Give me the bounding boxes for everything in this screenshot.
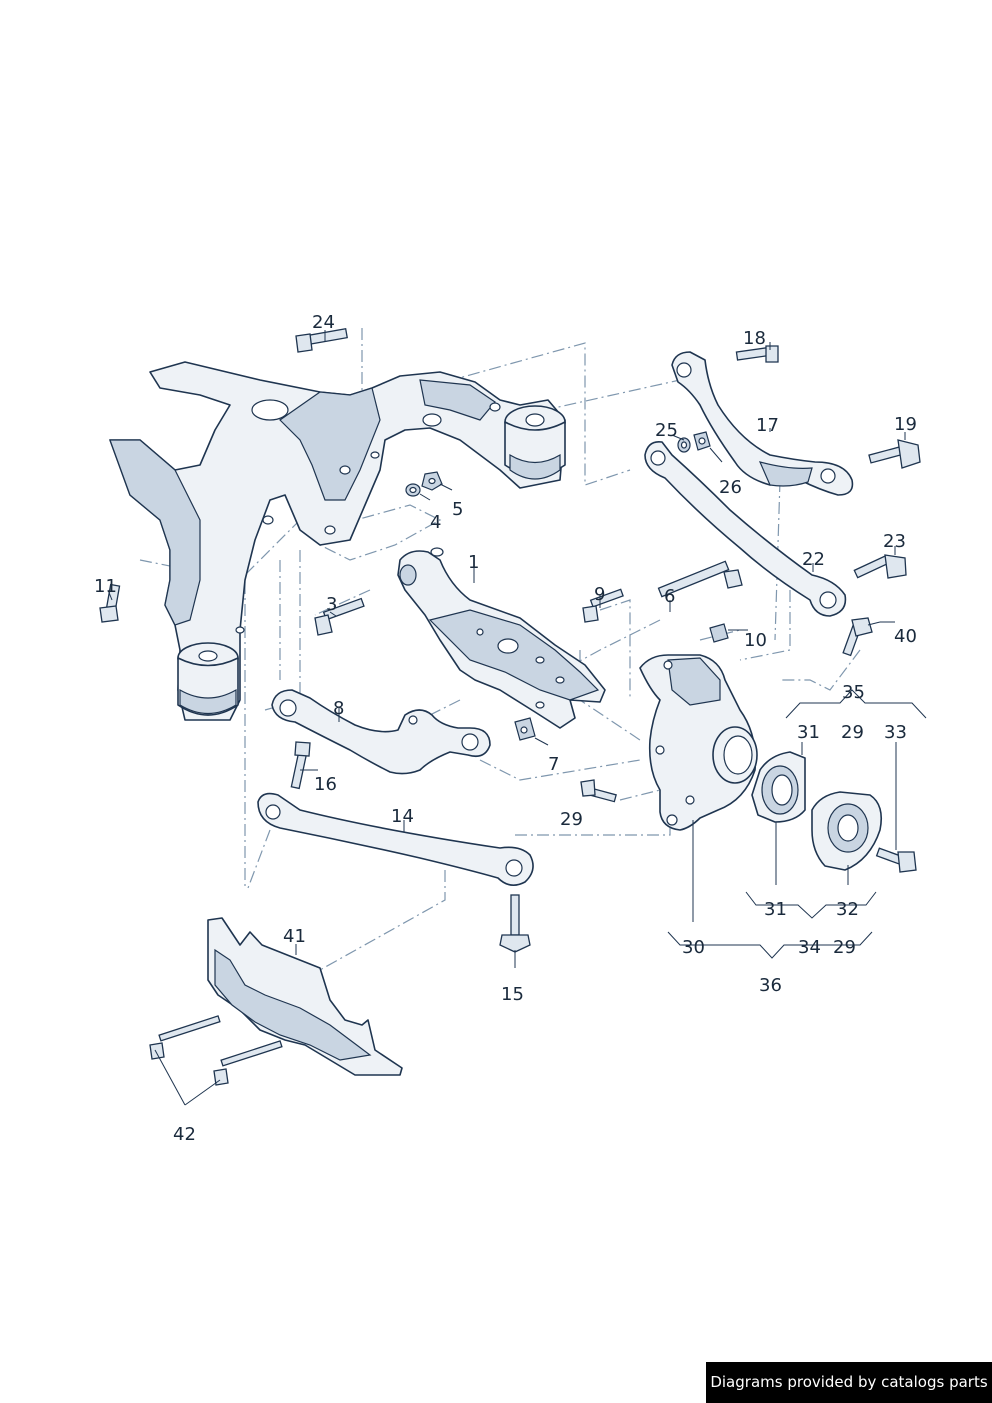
callout-19: 19 (894, 414, 917, 435)
callout-24: 24 (312, 312, 335, 333)
callout-3: 3 (326, 594, 337, 615)
fasteners (99, 328, 921, 1086)
callout-15: 15 (501, 984, 524, 1005)
callout-29-c: 29 (833, 937, 856, 958)
callout-18: 18 (743, 328, 766, 349)
callout-17: 17 (756, 415, 779, 436)
part-wheel-bearing-housing (639, 654, 758, 831)
callout-35: 35 (842, 682, 865, 703)
callout-36: 36 (759, 975, 782, 996)
callout-29-a: 29 (560, 809, 583, 830)
callout-42: 42 (173, 1124, 196, 1145)
callout-10: 10 (744, 630, 767, 651)
callout-25: 25 (655, 420, 678, 441)
callout-30: 30 (682, 937, 705, 958)
callout-29-b: 29 (841, 722, 864, 743)
callout-4: 4 (430, 512, 441, 533)
callout-41: 41 (283, 926, 306, 947)
callout-31-b: 31 (764, 899, 787, 920)
subframe (109, 361, 566, 721)
callout-14: 14 (391, 806, 414, 827)
callout-9: 9 (594, 584, 605, 605)
callout-8: 8 (333, 698, 344, 719)
callout-11: 11 (94, 576, 117, 597)
credit-banner: Diagrams provided by catalogs parts (706, 1362, 992, 1403)
callout-31-a: 31 (797, 722, 820, 743)
part-wheel-bearing (751, 751, 806, 823)
callout-5: 5 (452, 499, 463, 520)
callout-16: 16 (314, 774, 337, 795)
callout-33: 33 (884, 722, 907, 743)
callout-7: 7 (548, 754, 559, 775)
callout-40: 40 (894, 626, 917, 647)
callout-26: 26 (719, 477, 742, 498)
callout-34: 34 (798, 937, 821, 958)
callout-labels: 24 11 3 4 5 1 8 7 9 6 10 16 14 29 15 18 … (94, 312, 917, 1145)
part-link-14 (257, 792, 534, 886)
callout-32: 32 (836, 899, 859, 920)
leader-lines (107, 330, 927, 1106)
part-wheel-hub (811, 791, 883, 871)
callout-22: 22 (802, 549, 825, 570)
part-underbody-guard (207, 917, 403, 1076)
callout-6: 6 (664, 586, 675, 607)
part-track-link (644, 440, 847, 617)
callout-23: 23 (883, 531, 906, 552)
part-upper-control-arm (671, 351, 854, 496)
callout-1: 1 (468, 552, 479, 573)
part-lower-control-arm (397, 547, 606, 729)
part-control-arm-8 (271, 689, 491, 775)
